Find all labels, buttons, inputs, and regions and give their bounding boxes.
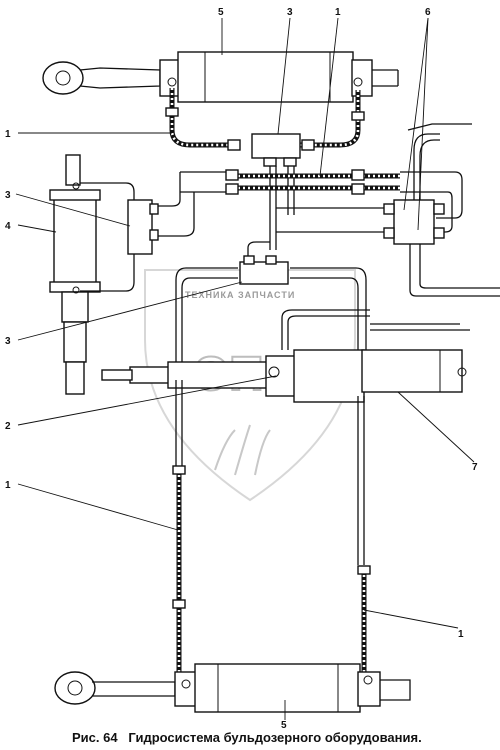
callout-numbers: 5 3 1 6 1 3 4 3 2 7 1 1 5 — [5, 7, 478, 731]
label-top-1: 1 — [335, 7, 341, 18]
label-top-5: 5 — [218, 7, 224, 18]
label-left-3b: 3 — [5, 336, 11, 347]
label-top-3: 3 — [287, 7, 293, 18]
middle-cylinder — [101, 309, 470, 403]
manifold-lines — [156, 166, 463, 250]
label-left-4: 4 — [5, 221, 11, 232]
top-tee — [227, 133, 315, 167]
figure-caption: Рис. 64 Гидросистема бульдозерного обору… — [72, 730, 422, 745]
bottom-cylinder — [54, 663, 411, 713]
leader-lines — [15, 17, 475, 720]
label-left-3a: 3 — [5, 190, 11, 201]
label-left-1: 1 — [5, 129, 11, 140]
valve-6 — [383, 123, 500, 297]
lower-hoses — [172, 380, 371, 680]
label-low-1a: 1 — [5, 480, 11, 491]
label-top-6: 6 — [425, 7, 431, 18]
label-left-2: 2 — [5, 421, 11, 432]
top-cylinder — [42, 51, 399, 103]
label-right-7: 7 — [472, 462, 478, 473]
top-hoses — [165, 88, 365, 148]
middle-tee — [175, 241, 367, 380]
watermark-text: ТЕХНИКА ЗАПЧАСТИ — [185, 290, 295, 300]
label-bottom-5: 5 — [281, 720, 287, 731]
left-cylinder — [49, 154, 159, 395]
label-low-1b: 1 — [458, 629, 464, 640]
